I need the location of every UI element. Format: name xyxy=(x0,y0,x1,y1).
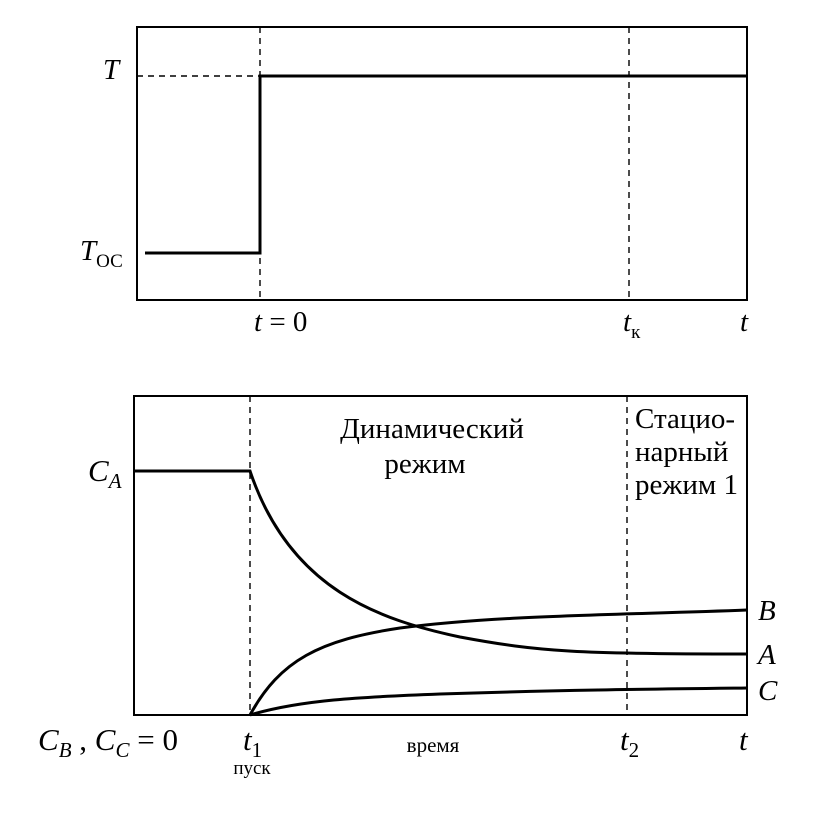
temperature-step-curve xyxy=(145,74,747,255)
label-t1: t1 xyxy=(243,722,262,762)
curve-c-label: C xyxy=(758,675,778,707)
bottom-x-axis-label: t xyxy=(739,722,749,757)
label-t-high: T xyxy=(103,54,121,86)
region-stationary-line3: режим 1 xyxy=(635,469,738,501)
label-t-env: TОС xyxy=(80,235,123,272)
temperature-chart: T TОС t = 0 tк t xyxy=(80,26,749,343)
temperature-chart-frame xyxy=(136,26,748,301)
curve-a xyxy=(134,469,748,656)
label-t2: t2 xyxy=(620,722,639,762)
label-t-zero: t = 0 xyxy=(254,306,307,338)
curve-b-label: B xyxy=(758,595,776,627)
region-dynamic-line1: Динамический xyxy=(340,413,524,445)
top-x-axis-label: t xyxy=(740,306,749,338)
region-dynamic-line2: режим xyxy=(384,448,465,480)
curve-a-label: A xyxy=(756,639,776,671)
region-stationary-line2: нарный xyxy=(635,436,728,468)
concentration-chart-frame xyxy=(133,395,748,716)
label-t-k: tк xyxy=(623,306,641,343)
curve-c xyxy=(249,686,748,717)
concentration-chart: Динамический режим Стацио- нарный режим … xyxy=(38,395,778,779)
label-cb-cc-zero: CB , CC = 0 xyxy=(38,722,178,762)
label-time-axis: время xyxy=(407,733,460,757)
label-start: пуск xyxy=(233,758,271,779)
curve-b xyxy=(248,608,748,716)
region-stationary-line1: Стацио- xyxy=(635,403,735,435)
label-ca: CA xyxy=(88,453,122,493)
